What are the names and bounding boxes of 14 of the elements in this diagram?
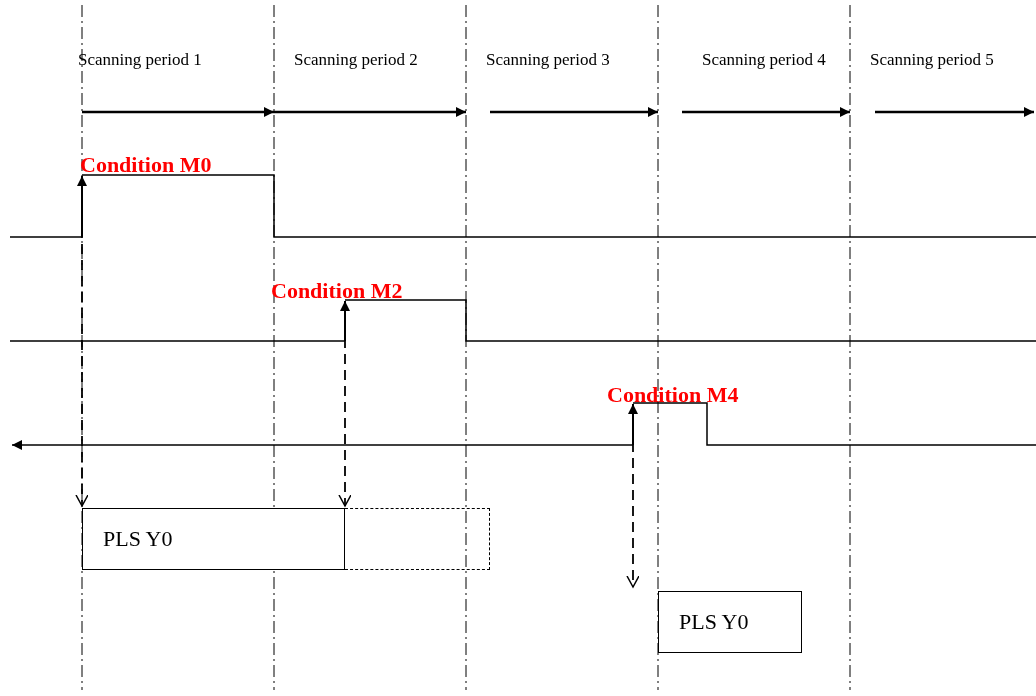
period-label: Scanning period 1 [78,50,202,70]
condition-label: Condition M4 [607,382,739,408]
period-label: Scanning period 2 [294,50,418,70]
dashed-arrow [626,409,640,588]
period-label: Scanning period 5 [870,50,994,70]
dashed-arrow [338,305,352,507]
condition-label: Condition M2 [271,278,403,304]
period-label: Scanning period 4 [702,50,826,70]
instruction-box: PLS Y0 [82,508,345,570]
dashed-box [345,508,490,570]
dashed-arrow [75,179,89,507]
period-label: Scanning period 3 [486,50,610,70]
condition-label: Condition M0 [80,152,212,178]
instruction-box: PLS Y0 [658,591,802,653]
